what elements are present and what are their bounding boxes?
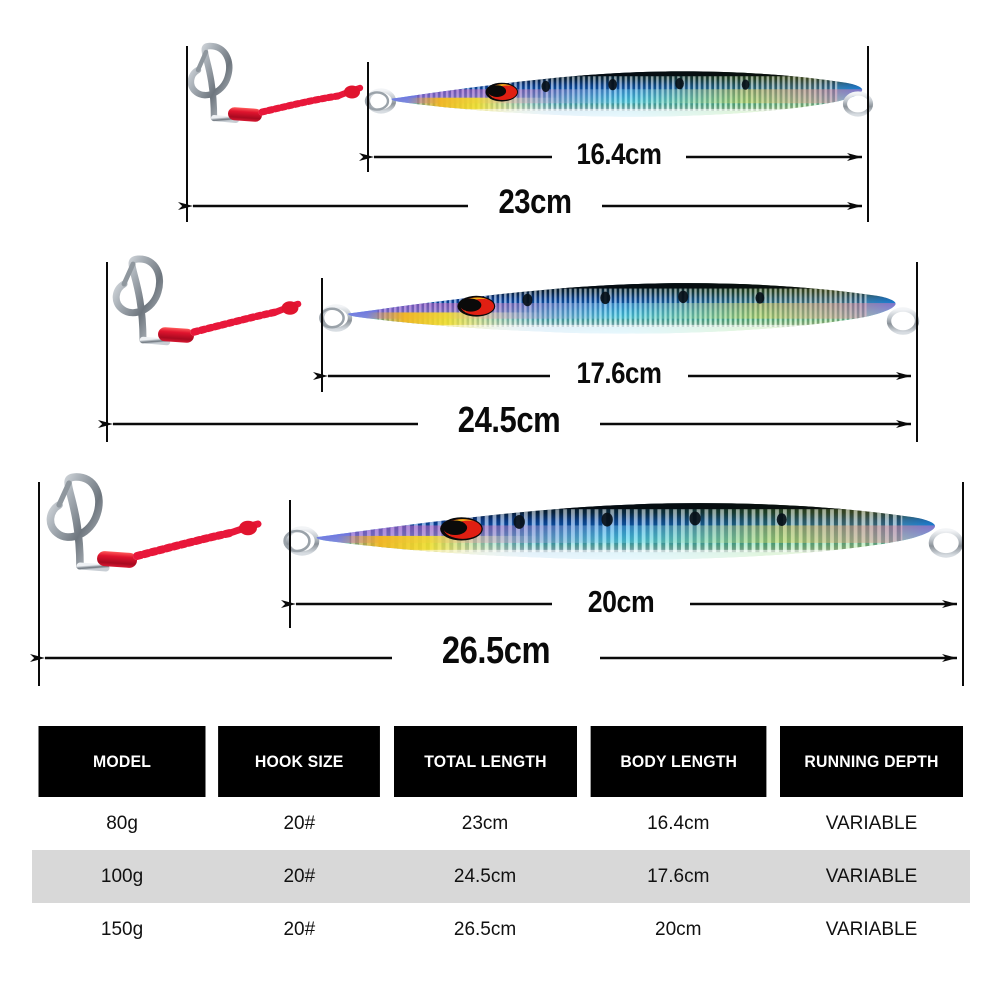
tail-ring-150g <box>928 528 964 558</box>
assist-hook-80g <box>187 42 397 123</box>
cell-body-length: 20cm <box>583 903 773 956</box>
body-length-label-100g: 17.6cm <box>576 357 662 390</box>
assist-hook-100g <box>112 255 353 346</box>
cell-hook-size: 20# <box>212 903 387 956</box>
cell-hook-size: 20# <box>212 850 387 903</box>
cell-model: 100g <box>32 850 213 903</box>
lure-eye-100g <box>457 295 496 317</box>
cell-running-depth: VARIABLE <box>772 903 970 956</box>
lure-row-80g <box>178 42 874 222</box>
lure-body-150g <box>316 503 935 560</box>
column-header-model: MODEL <box>38 726 206 797</box>
total-length-label-150g: 26.5cm <box>441 630 551 672</box>
cell-body-length: 16.4cm <box>583 797 773 850</box>
cell-model: 80g <box>32 797 213 850</box>
cell-model: 150g <box>32 903 213 956</box>
lure-eye-150g <box>440 517 483 541</box>
lure-body-80g <box>391 71 863 117</box>
table-row: 100g 20# 24.5cm 17.6cm VARIABLE <box>32 850 970 903</box>
tail-ring-80g <box>842 91 874 117</box>
column-header-total-length: TOTAL LENGTH <box>393 726 577 797</box>
column-header-hook-size: HOOK SIZE <box>218 726 381 797</box>
assist-hook-150g <box>46 473 320 572</box>
table-row: 150g 20# 26.5cm 20cm VARIABLE <box>32 903 970 956</box>
lure-eye-80g <box>485 82 519 102</box>
dimensions-100g <box>98 262 918 442</box>
total-length-label-100g: 24.5cm <box>457 399 561 440</box>
cell-total-length: 26.5cm <box>386 903 584 956</box>
cell-running-depth: VARIABLE <box>772 850 970 903</box>
tail-ring-100g <box>886 307 920 335</box>
column-header-body-length: BODY LENGTH <box>590 726 767 797</box>
lure-body-100g <box>348 283 896 334</box>
dimensions-80g <box>178 46 869 222</box>
dimensions-150g <box>30 482 964 686</box>
cell-total-length: 24.5cm <box>386 850 584 903</box>
table-row: 80g 20# 23cm 16.4cm VARIABLE <box>32 797 970 850</box>
cell-body-length: 17.6cm <box>583 850 773 903</box>
cell-total-length: 23cm <box>386 797 584 850</box>
column-header-running-depth: RUNNING DEPTH <box>779 726 964 797</box>
total-length-label-80g: 23cm <box>498 183 572 221</box>
body-length-label-80g: 16.4cm <box>576 138 662 171</box>
specification-table: MODEL HOOK SIZE TOTAL LENGTH BODY LENGTH… <box>32 726 970 956</box>
cell-running-depth: VARIABLE <box>772 797 970 850</box>
lure-row-100g <box>98 255 920 442</box>
body-length-label-150g: 20cm <box>587 584 655 619</box>
table-header-row: MODEL HOOK SIZE TOTAL LENGTH BODY LENGTH… <box>32 726 970 797</box>
cell-hook-size: 20# <box>212 797 387 850</box>
